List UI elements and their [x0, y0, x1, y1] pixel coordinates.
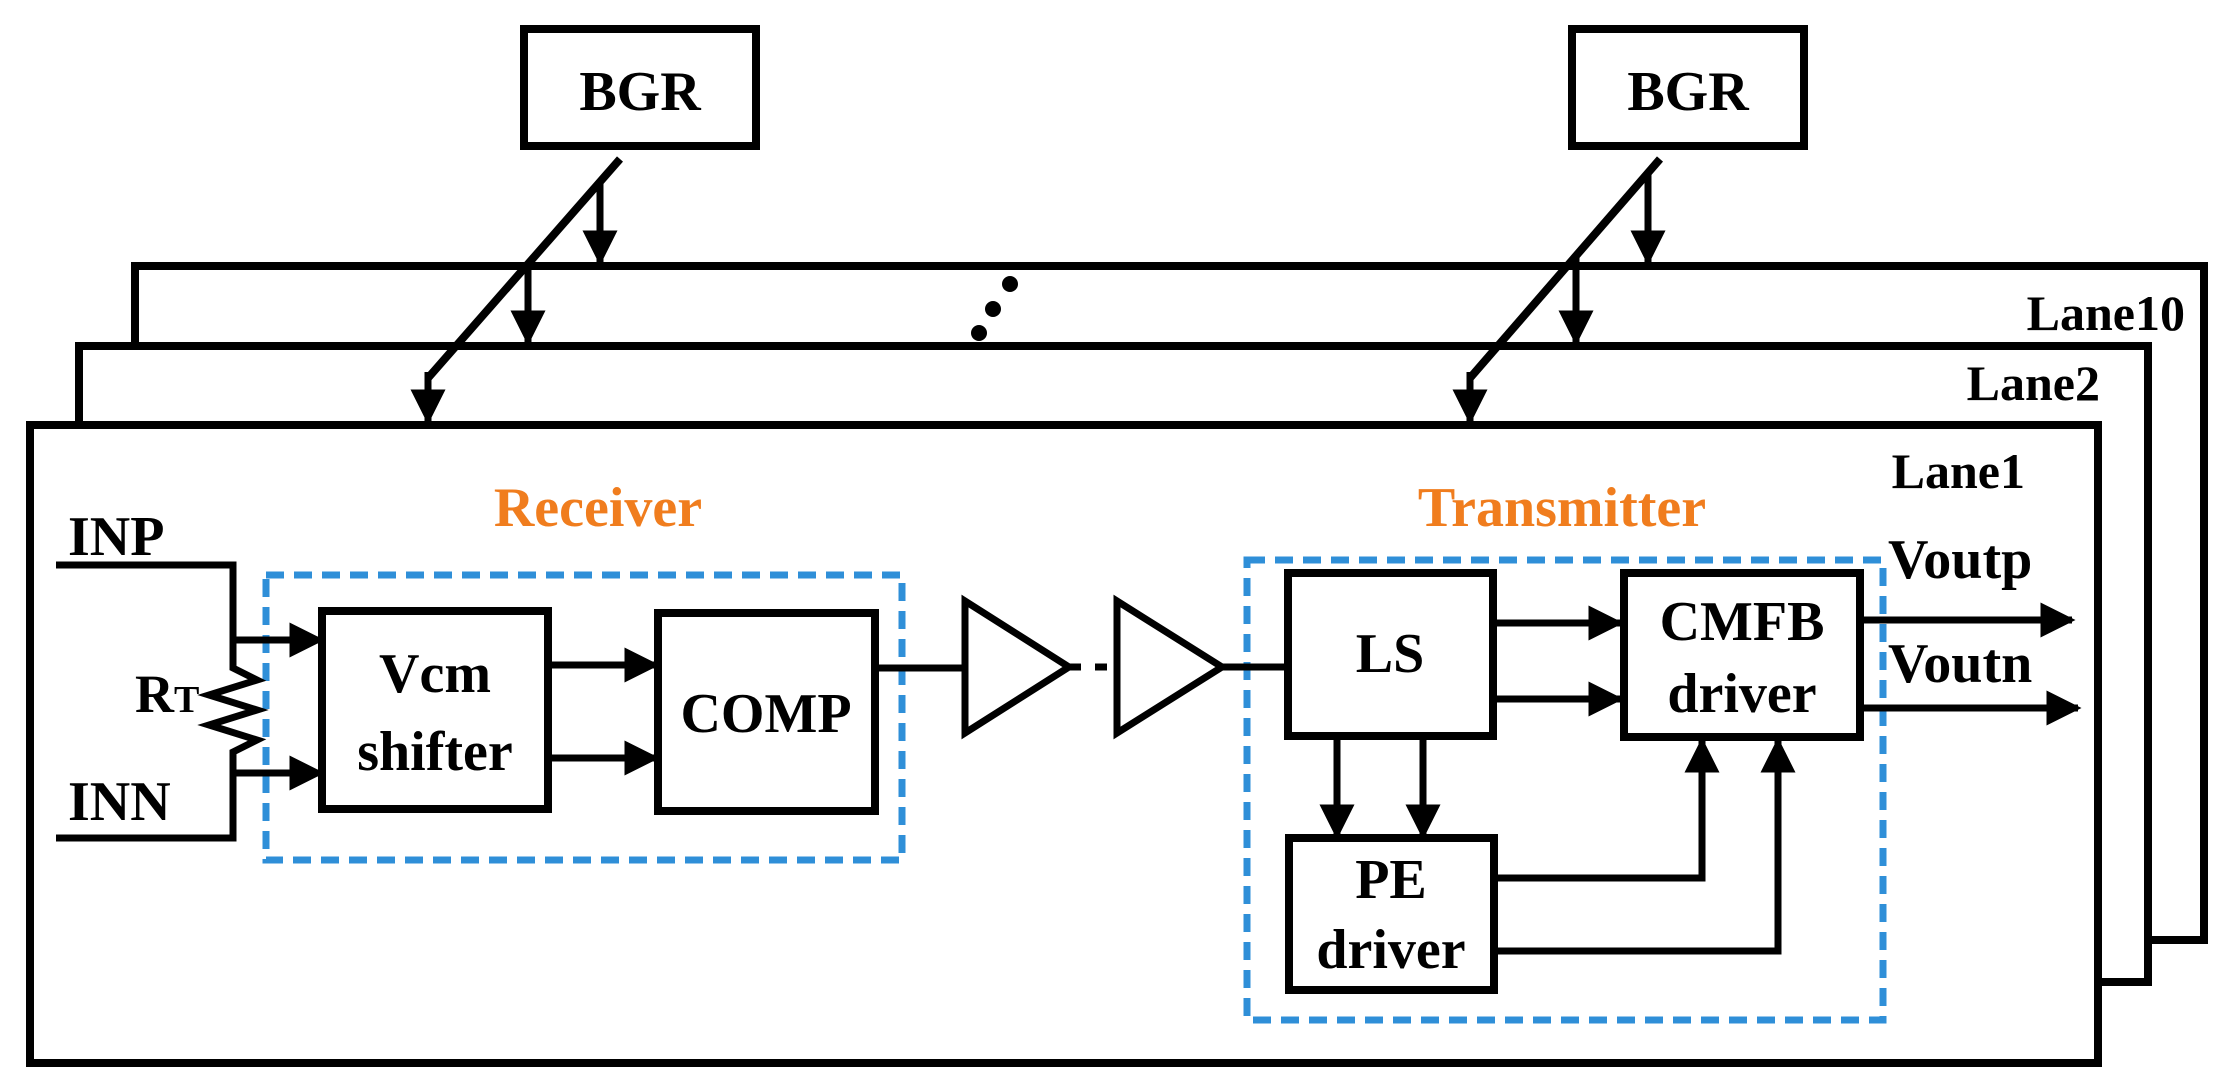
pe-to-cmfb-arrow-inner: [1494, 737, 1720, 882]
receiver-title: Receiver: [494, 477, 702, 539]
voutn-label: Voutn: [1888, 633, 2032, 695]
bgr-right-label: BGR: [1627, 61, 1749, 123]
lane10-label: Lane10: [2027, 285, 2185, 341]
inp-label: INP: [68, 506, 164, 568]
ls-label: LS: [1356, 623, 1425, 685]
lane2-frame: [75, 342, 2152, 986]
bgr-left-block: [520, 25, 760, 150]
rt-label: RT: [135, 664, 199, 724]
bgr-right-diagonal-wire: [1466, 156, 1664, 381]
inp-wire: [56, 561, 237, 635]
inn-label: INN: [68, 771, 171, 833]
lane1-label: Lane1: [1892, 443, 2025, 499]
buffer1-triangle: [961, 594, 1076, 740]
buffer2-triangle: [1113, 594, 1229, 740]
vcm-shifter-label-line1: Vcm: [379, 643, 491, 705]
comp-block: [654, 609, 879, 815]
receiver-dashed-boundary: [262, 571, 906, 864]
pe-driver-label-line1: PE: [1355, 849, 1427, 911]
lane10-frame: [131, 262, 2208, 944]
bgr-left-label: BGR: [579, 61, 701, 123]
pe-driver-label-line2: driver: [1316, 919, 1465, 981]
lane-ellipsis-dot: [985, 301, 1001, 317]
pe-to-cmfb-arrow-outer: [1494, 737, 1796, 955]
cmfb-driver-label-line2: driver: [1667, 663, 1816, 725]
pe-driver-block: [1285, 834, 1498, 994]
lane-ellipsis-dot: [1002, 276, 1018, 292]
voutp-label: Voutp: [1888, 529, 2032, 591]
vcm-shifter-label-line2: shifter: [357, 721, 513, 783]
termination-resistor: [197, 635, 269, 770]
inn-wire: [56, 770, 237, 842]
lane2-label: Lane2: [1967, 355, 2100, 411]
transmitter-dashed-boundary: [1243, 556, 1887, 1024]
bgr-left-diagonal-wire: [424, 156, 624, 381]
comp-label: COMP: [680, 683, 851, 745]
ls-block: [1284, 569, 1497, 740]
bgr-right-block: [1568, 25, 1808, 150]
vcm-shifter-block: [318, 607, 552, 813]
lane-ellipsis-dot: [971, 325, 987, 341]
transmitter-title: Transmitter: [1418, 477, 1706, 539]
cmfb-driver-block: [1620, 569, 1864, 741]
cmfb-driver-label-line1: CMFB: [1660, 591, 1825, 653]
